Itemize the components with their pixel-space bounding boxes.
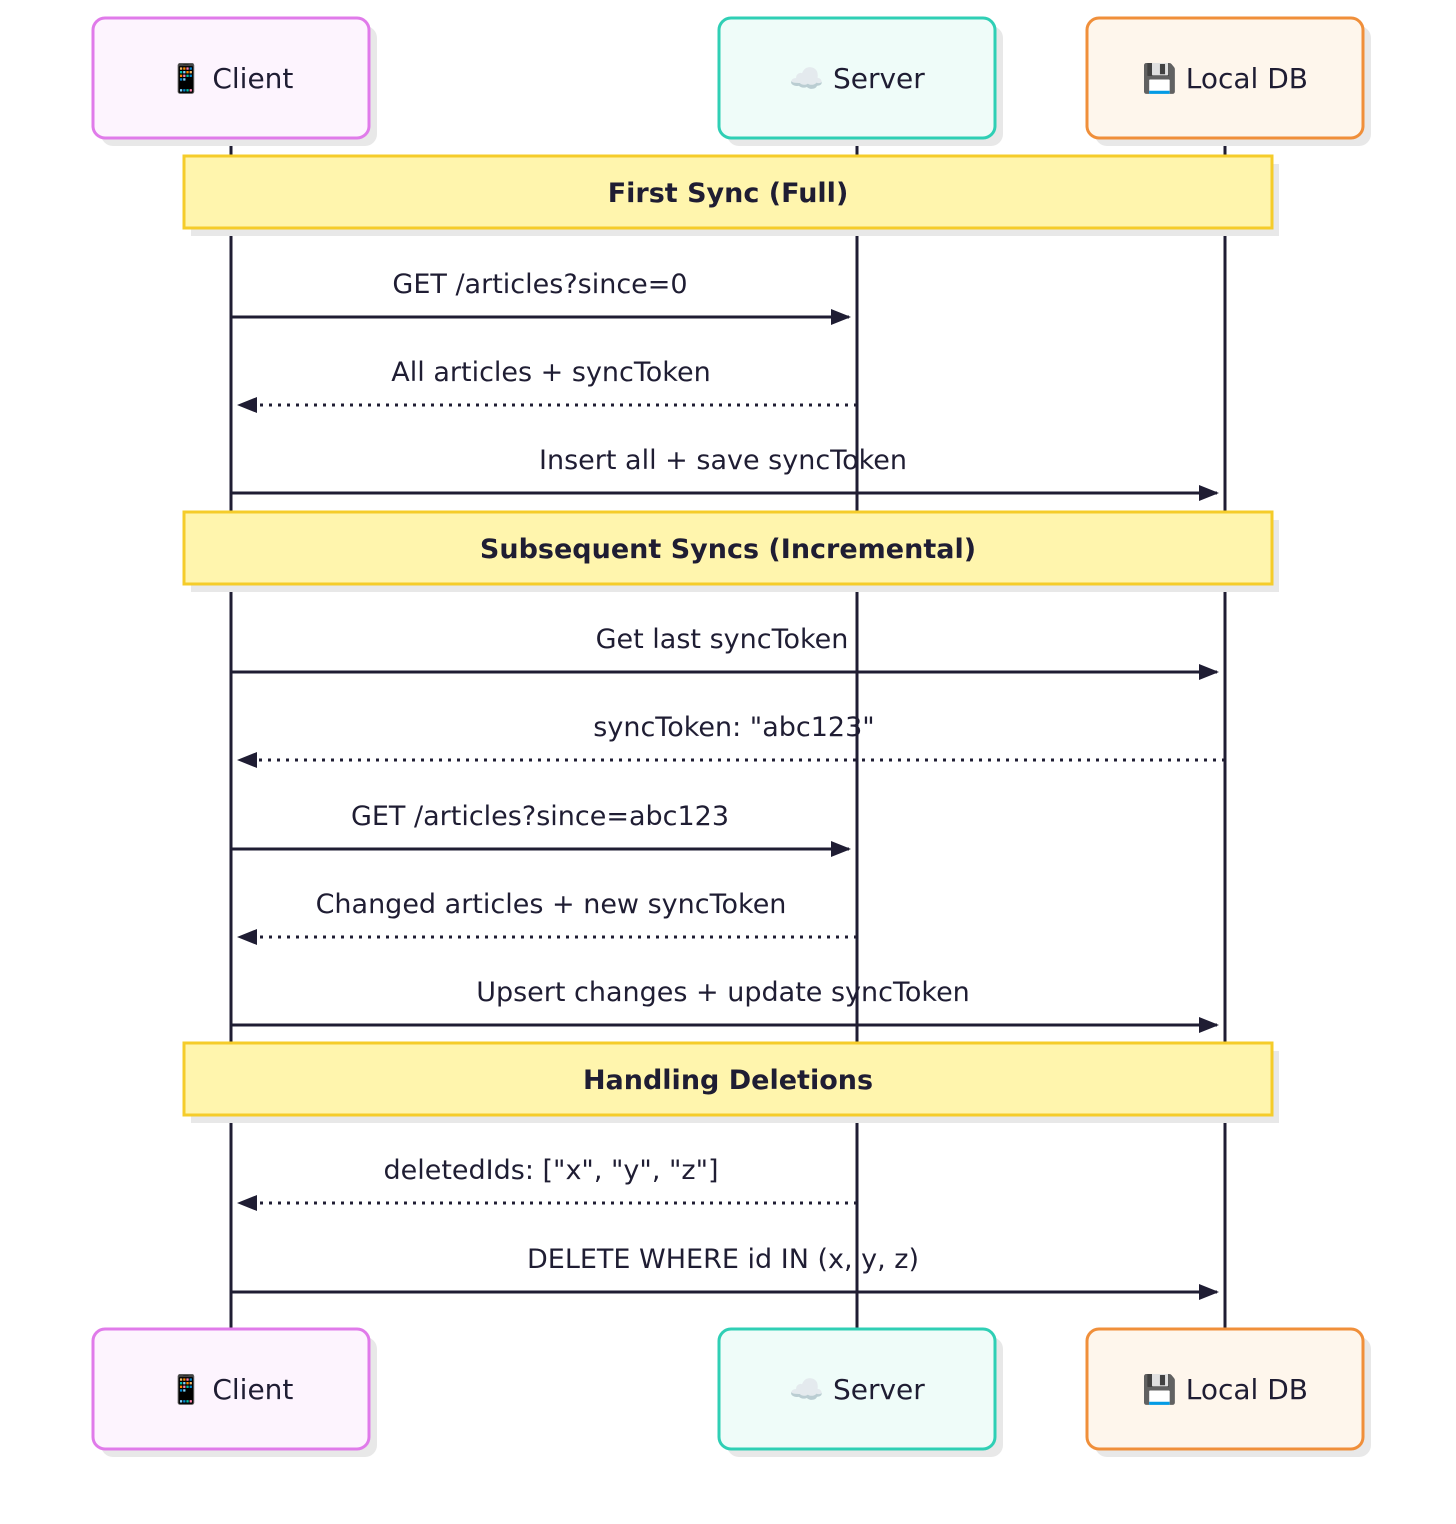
message-label: Insert all + save syncToken [539, 445, 907, 476]
message-label: Upsert changes + update syncToken [476, 977, 970, 1008]
message-label: syncToken: "abc123" [593, 712, 874, 743]
actor-client-top: 📱 Client [91, 16, 377, 146]
actor-db-bottom: 💾 Local DB [1085, 1327, 1371, 1457]
message-label: All articles + syncToken [391, 357, 710, 388]
actor-client-label: 📱 Client [169, 62, 294, 95]
note-first-sync-label: First Sync (Full) [608, 178, 849, 209]
message-label: GET /articles?since=abc123 [351, 801, 729, 832]
message-label: GET /articles?since=0 [392, 269, 687, 300]
message-label: deletedIds: ["x", "y", "z"] [383, 1155, 718, 1186]
message-label: Changed articles + new syncToken [316, 889, 787, 920]
actor-db-top: 💾 Local DB [1085, 16, 1371, 146]
actor-server-label: ☁️ Server [789, 1373, 925, 1406]
actor-server-label: ☁️ Server [789, 62, 925, 95]
actor-db-label: 💾 Local DB [1142, 62, 1308, 95]
note-subsequent-syncs: Subsequent Syncs (Incremental) [182, 510, 1279, 592]
message-label: DELETE WHERE id IN (x, y, z) [527, 1244, 919, 1275]
actor-server-top: ☁️ Server [717, 16, 1003, 146]
actor-db-label: 💾 Local DB [1142, 1373, 1308, 1406]
note-first-sync: First Sync (Full) [182, 154, 1279, 236]
note-subsequent-syncs-label: Subsequent Syncs (Incremental) [480, 534, 976, 565]
actor-client-label: 📱 Client [169, 1373, 294, 1406]
actor-server-bottom: ☁️ Server [717, 1327, 1003, 1457]
note-handling-deletions-label: Handling Deletions [583, 1065, 873, 1096]
actor-client-bottom: 📱 Client [91, 1327, 377, 1457]
message-label: Get last syncToken [596, 624, 849, 655]
note-handling-deletions: Handling Deletions [182, 1041, 1279, 1123]
